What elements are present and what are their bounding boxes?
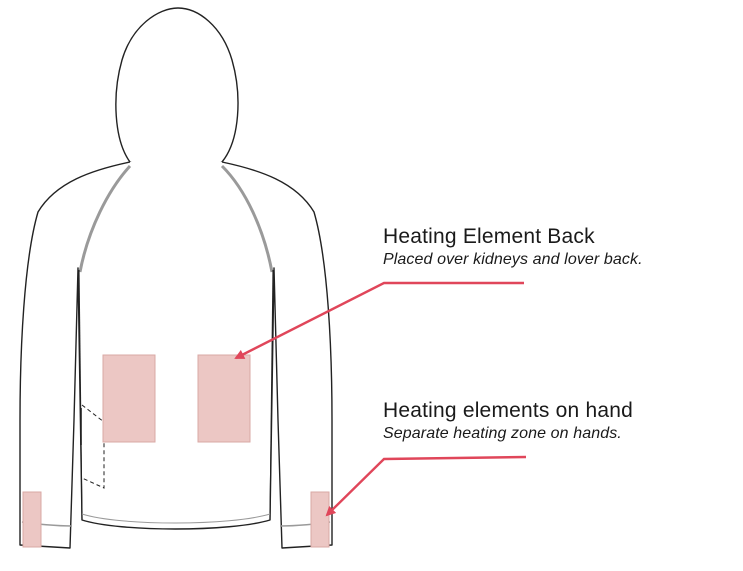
callout-back-title: Heating Element Back [383, 225, 595, 248]
callout-heating-hand: Heating elements on hand Separate heatin… [383, 398, 633, 444]
left-raglan-seam [78, 164, 132, 273]
callout-back-arrow [234, 281, 524, 360]
pocket-dashed-outline [81, 404, 105, 489]
jacket-outline [19, 161, 333, 549]
callout-heating-back: Heating Element Back Placed over kidneys… [383, 224, 643, 270]
heating-zone-back-right [197, 354, 251, 443]
heating-zone-left-hand [22, 491, 42, 548]
callout-back-subtitle: Placed over kidneys and lover back. [383, 251, 643, 268]
callout-hand-subtitle: Separate heating zone on hands. [383, 425, 622, 442]
right-side-seam [269, 269, 274, 521]
hood-outline [115, 7, 239, 163]
callout-hand-title: Heating elements on hand [383, 399, 633, 422]
heating-zone-right-hand [310, 491, 330, 548]
right-raglan-seam [220, 164, 274, 273]
left-side-seam [78, 269, 83, 521]
callout-hand-arrow [325, 455, 527, 517]
heating-zone-back-left [102, 354, 156, 443]
hem-seam [81, 513, 271, 524]
